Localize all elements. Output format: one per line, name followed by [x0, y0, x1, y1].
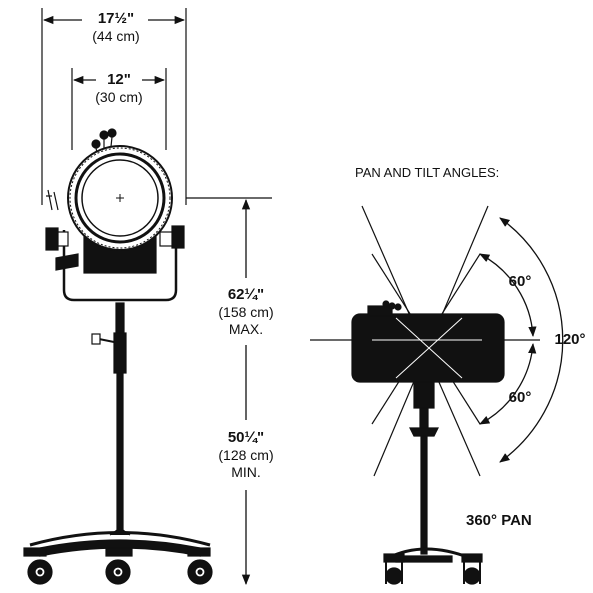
min-height-value-label: 50¼"	[227, 429, 265, 446]
tilt-total-label: 120°	[554, 331, 586, 348]
tilt-up-label: 60°	[508, 273, 532, 290]
width-dimension-arrows	[42, 15, 186, 85]
pan-label: 360° PAN	[466, 512, 532, 529]
fixture-side-view	[310, 205, 540, 585]
max-height-qualifier: MAX.	[228, 321, 264, 337]
width-metric-label: (44 cm)	[92, 28, 140, 44]
min-height-metric-label: (128 cm)	[218, 447, 274, 463]
pan-tilt-title: PAN AND TILT ANGLES:	[355, 165, 500, 180]
tilt-down-label: 60°	[508, 389, 532, 406]
max-height-value-label: 62¼"	[227, 286, 265, 303]
max-height-metric-label: (158 cm)	[218, 304, 274, 320]
head-width-value-label: 12"	[107, 71, 131, 88]
min-height-qualifier: MIN.	[231, 464, 261, 480]
tilt-angle-arcs	[479, 217, 564, 463]
fixture-front-view	[23, 8, 213, 585]
width-value-label: 17½"	[97, 10, 135, 27]
height-dimension-arrows	[186, 197, 272, 586]
head-width-metric-label: (30 cm)	[95, 89, 143, 105]
